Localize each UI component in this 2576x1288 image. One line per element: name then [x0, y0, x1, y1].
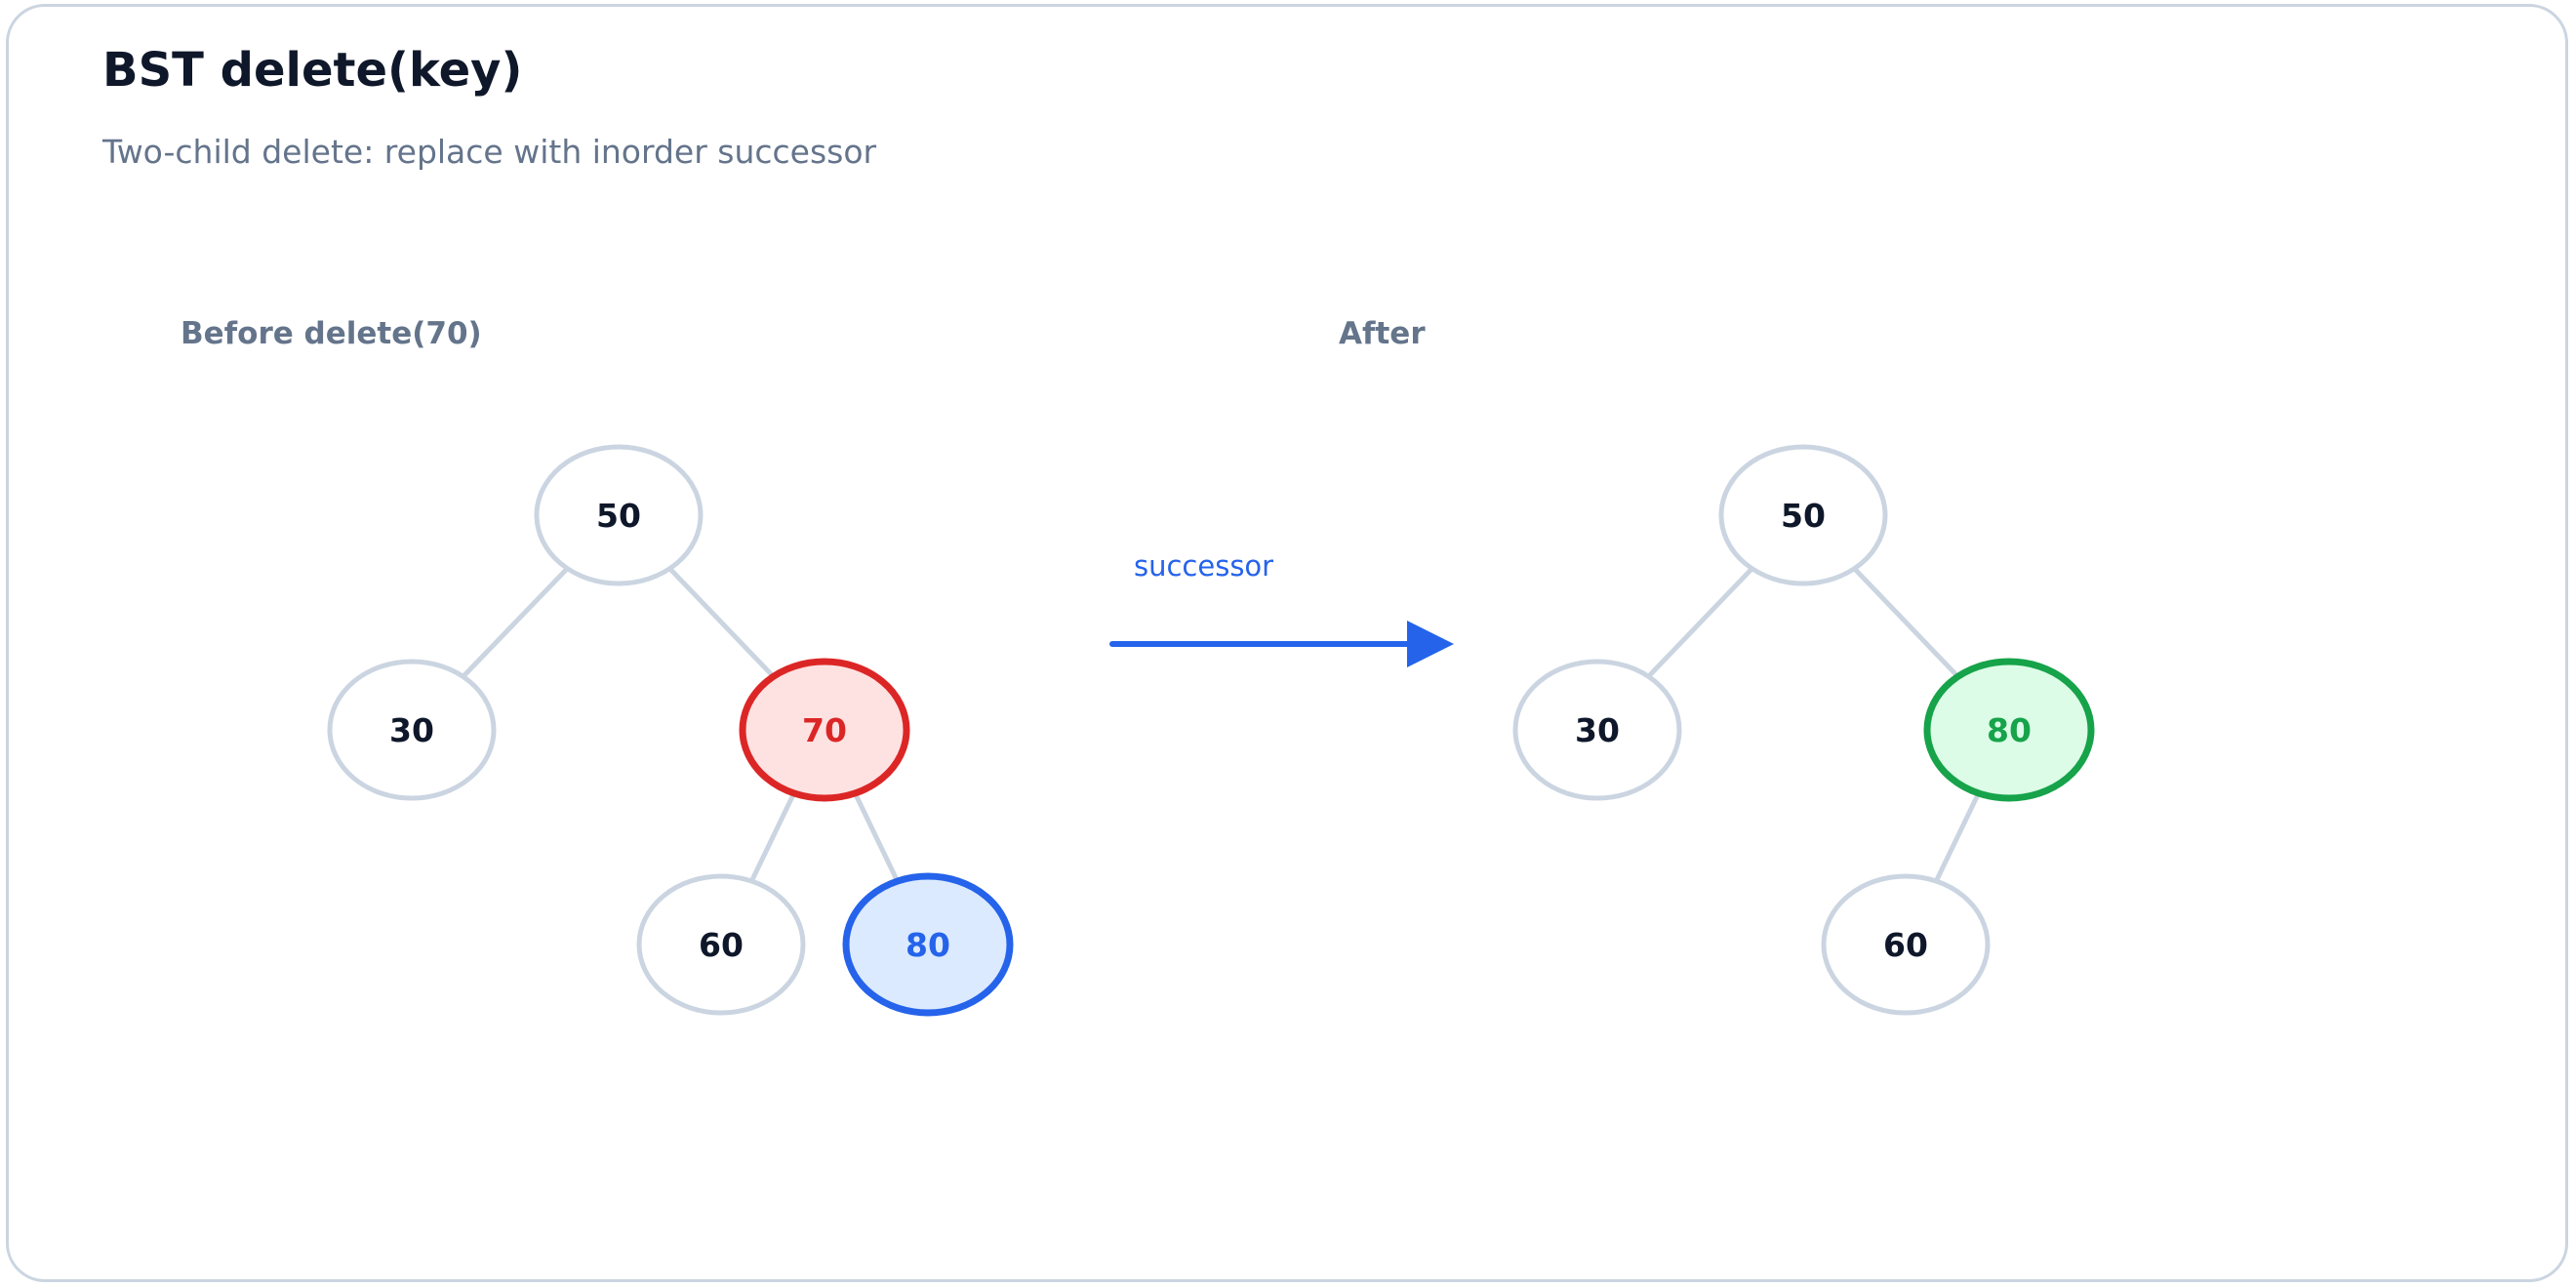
before-node-label: 50 — [596, 497, 641, 535]
before-tree-nodes: 50 30 70 60 80 — [327, 444, 1014, 1017]
after-node-50: 50 — [1718, 444, 1888, 586]
before-node-60: 60 — [636, 873, 806, 1016]
after-node-circle — [1923, 658, 2095, 802]
before-edge — [461, 566, 570, 679]
after-edge — [1646, 566, 1754, 679]
after-node-30: 30 — [1512, 659, 1682, 801]
after-node-circle — [1512, 659, 1682, 801]
before-edge — [749, 791, 796, 883]
before-node-30: 30 — [327, 659, 497, 801]
after-node-80: 80 — [1923, 658, 2095, 802]
after-panel-label: After — [1339, 316, 1426, 351]
before-node-label: 60 — [699, 926, 744, 964]
after-node-circle — [1821, 873, 1991, 1016]
before-edge — [667, 566, 776, 679]
before-node-circle — [842, 872, 1014, 1017]
before-node-70: 70 — [739, 658, 910, 802]
after-edge — [1934, 791, 1981, 883]
before-node-circle — [534, 444, 704, 586]
after-node-60: 60 — [1821, 873, 1991, 1016]
before-node-circle — [327, 659, 497, 801]
before-edge — [853, 791, 900, 883]
before-node-50: 50 — [534, 444, 704, 586]
before-node-label: 70 — [802, 711, 847, 749]
successor-arrow-label: successor — [1134, 549, 1273, 583]
before-panel-label: Before delete(70) — [181, 316, 482, 351]
after-node-label: 30 — [1575, 711, 1620, 749]
after-edge — [1852, 566, 1960, 679]
after-tree-nodes: 50 30 80 60 — [1512, 444, 2095, 1016]
before-node-80: 80 — [842, 872, 1014, 1017]
after-node-label: 60 — [1883, 926, 1928, 964]
after-node-circle — [1718, 444, 1888, 586]
before-node-circle — [739, 658, 910, 802]
after-node-label: 80 — [1987, 711, 2032, 749]
before-node-label: 30 — [389, 711, 434, 749]
page-subtitle: Two-child delete: replace with inorder s… — [101, 133, 877, 171]
before-tree-edges — [461, 566, 900, 883]
before-node-label: 80 — [906, 926, 950, 964]
after-tree-edges — [1646, 566, 1981, 883]
page-title: BST delete(key) — [102, 43, 522, 98]
before-node-circle — [636, 873, 806, 1016]
after-node-label: 50 — [1781, 497, 1826, 535]
